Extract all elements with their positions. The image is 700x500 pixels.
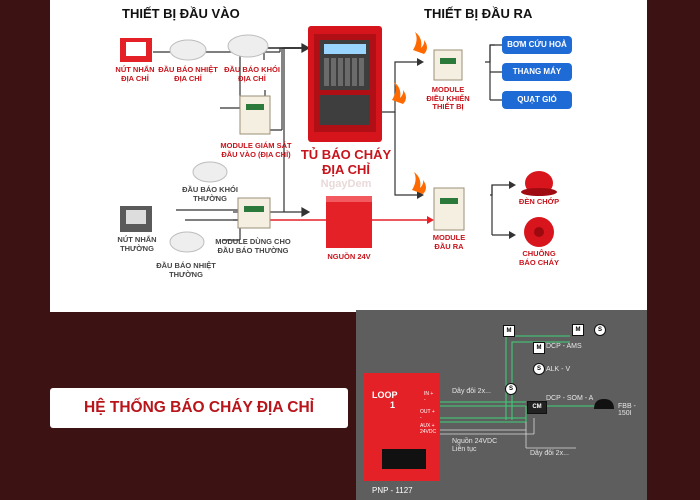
- power-label: NGUỒN 24V: [327, 252, 371, 261]
- addr-button-device: [120, 38, 152, 62]
- wire-label-2: Dây đôi 2x...: [530, 450, 569, 457]
- strobe-label: ĐÈN CHỚP: [518, 197, 560, 206]
- strobe-device: [521, 171, 557, 196]
- fan-button: QUẠT GIÓ: [502, 91, 572, 109]
- wire-label-1: Dây đôi 2x...: [452, 388, 491, 395]
- alk-label: ALK - V: [546, 366, 571, 373]
- panel-display: [382, 449, 426, 469]
- watermark: NgayDem: [320, 178, 372, 190]
- m-tag-1: M: [503, 325, 515, 337]
- s-tag-3: S: [505, 383, 517, 395]
- schematic-wires: [440, 335, 614, 449]
- dcp-som-label: DCP - SOM - A: [546, 395, 594, 402]
- dcp-ams-label: DCP - AMS: [546, 343, 582, 350]
- input-header: THIẾT BỊ ĐẦU VÀO: [122, 6, 240, 21]
- bell-device: [524, 217, 554, 247]
- diagram-panel: THIẾT BỊ ĐẦU VÀO THIẾT BỊ ĐẦU RA NÚT NHẤ…: [50, 0, 647, 312]
- fbb-label: FBB - 150I: [618, 403, 636, 417]
- output-header: THIẾT BỊ ĐẦU RA: [424, 6, 533, 21]
- power-supply-box: [326, 196, 372, 248]
- connection-lines: [120, 26, 557, 253]
- conv-button-device: [120, 206, 152, 232]
- aux-label: AUX +24VDC: [420, 423, 437, 435]
- fire-alarm-panel: [308, 26, 382, 142]
- cm-tag: CM: [527, 401, 547, 414]
- in-label: IN +-: [424, 391, 434, 403]
- schematic-bell-icon: [594, 399, 614, 409]
- m-tag-3: M: [533, 342, 545, 354]
- title-banner: HỆ THỐNG BÁO CHÁY ĐỊA CHỈ: [50, 388, 348, 428]
- s-tag-2: S: [533, 363, 545, 375]
- elevator-button: THANG MÁY: [502, 63, 572, 81]
- s-tag-1: S: [594, 324, 606, 336]
- fire-pump-button: BƠM CỨU HOẢ: [502, 36, 572, 54]
- panel-model-label: PNP - 1127: [372, 486, 413, 495]
- m-tag-2: M: [572, 324, 584, 336]
- out-label: OUT +-: [420, 409, 435, 421]
